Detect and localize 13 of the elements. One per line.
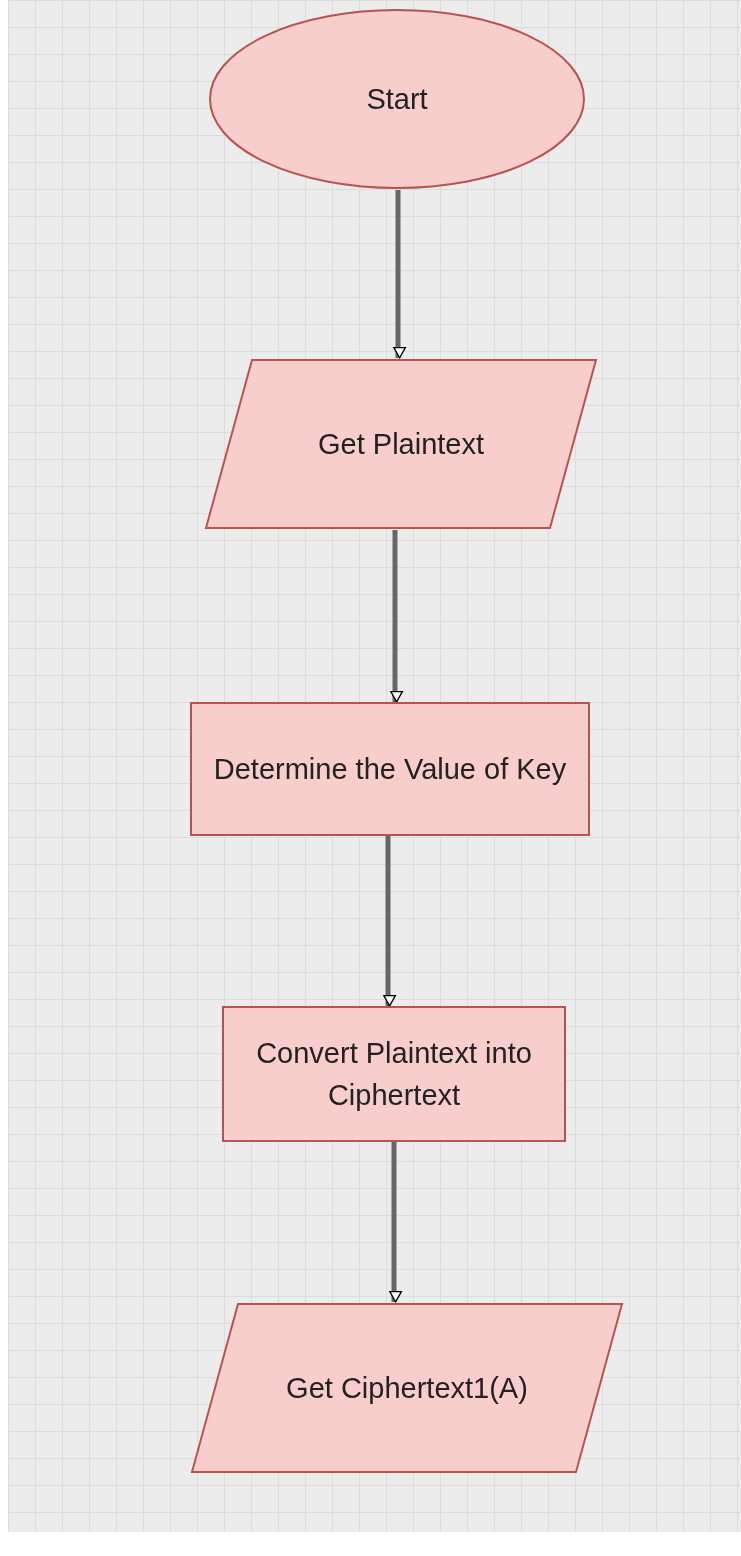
input-output-parallelogram xyxy=(204,358,598,530)
node-label: Determine the Value of Key xyxy=(213,752,567,787)
arrow xyxy=(383,836,396,1007)
terminal-ellipse xyxy=(208,8,586,190)
node-label: Get Ciphertext1(A) xyxy=(286,1371,528,1406)
node-label: Get Plaintext xyxy=(318,427,484,462)
process-box xyxy=(222,1006,566,1142)
arrow xyxy=(390,530,403,703)
process-box xyxy=(190,702,590,836)
arrow xyxy=(393,190,406,359)
node-label: Convert Plaintext into Ciphertext xyxy=(255,1036,533,1113)
node-label: Start xyxy=(366,82,428,117)
arrow xyxy=(389,1142,402,1303)
